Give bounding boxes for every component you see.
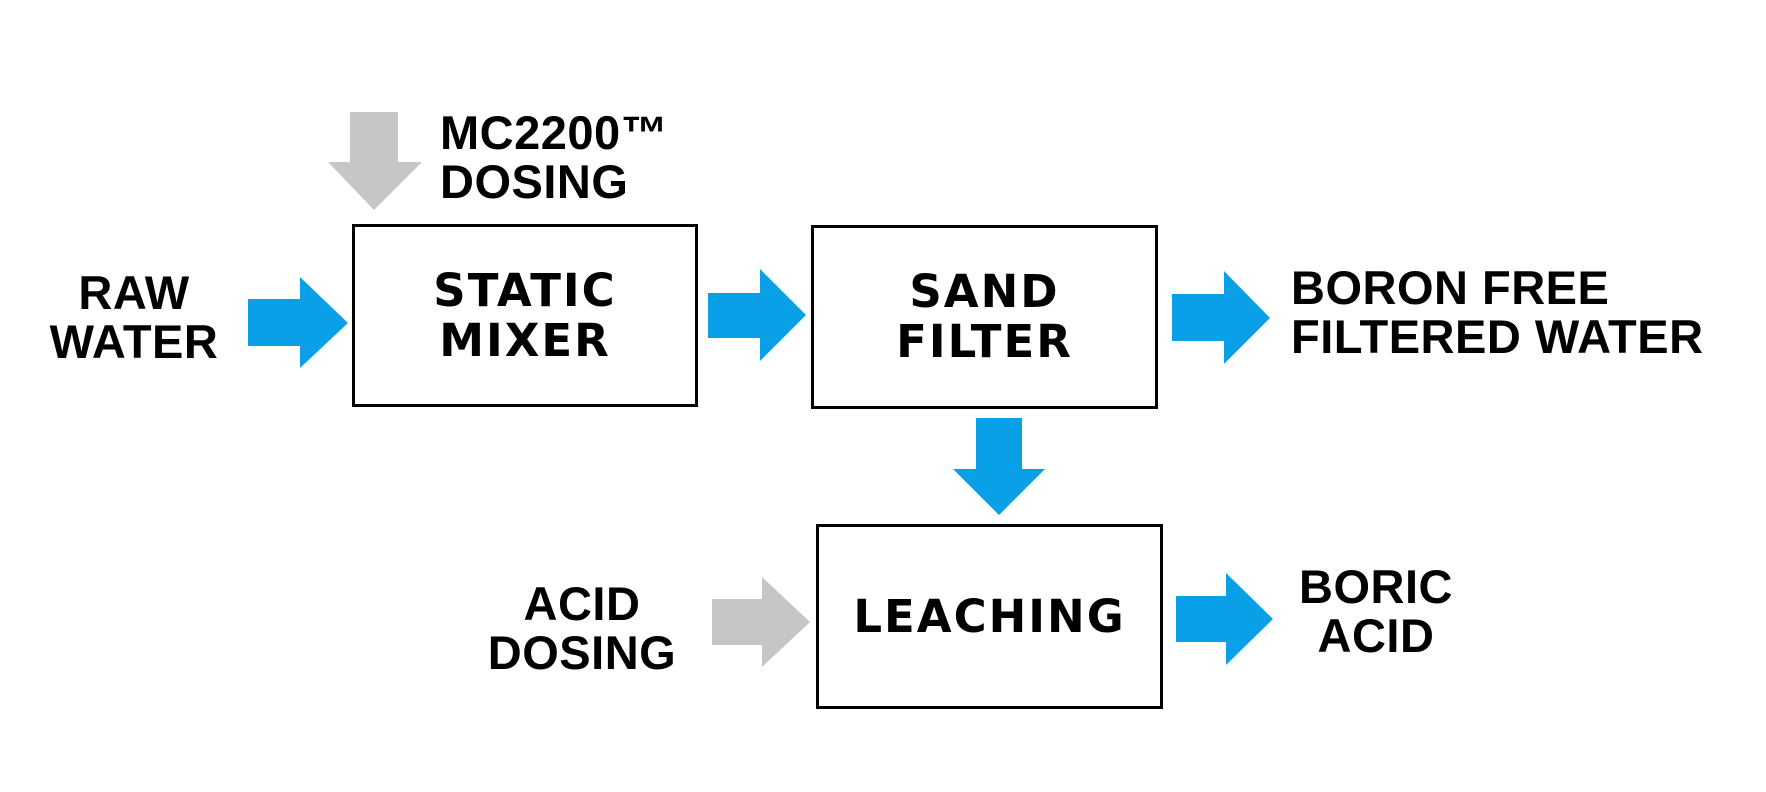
mc2200-dosing-line-1: MC2200™ [440, 106, 669, 159]
boric-acid-line-2: ACID [1317, 609, 1435, 662]
boron-free-water-line-1: BORON FREE [1291, 261, 1610, 314]
filter-to-leaching-arrow [953, 418, 1045, 515]
raw-water-line-1: RAW [78, 266, 190, 319]
raw-water-to-mixer-arrow [248, 277, 348, 368]
filter-to-output-arrow [1172, 271, 1270, 364]
acid-dosing-line-1: ACID [523, 577, 641, 630]
acid-dosing-label: ACID DOSING [482, 579, 682, 677]
raw-water-line-2: WATER [49, 315, 219, 368]
mc2200-dosing-line-2: DOSING [440, 155, 629, 208]
static-mixer-line-1: STATIC [433, 263, 617, 317]
acid-dosing-arrow [712, 577, 810, 667]
static-mixer-box: STATIC MIXER [352, 224, 698, 407]
sand-filter-line-2: FILTER [896, 315, 1073, 368]
boron-free-water-line-2: FILTERED WATER [1291, 310, 1704, 363]
leaching-to-boric-acid-arrow [1176, 573, 1273, 665]
static-mixer-line-2: MIXER [439, 313, 611, 367]
leaching-box: LEACHING [816, 524, 1163, 709]
acid-dosing-line-2: DOSING [487, 626, 677, 679]
raw-water-label: RAW WATER [44, 268, 224, 366]
mixer-to-filter-arrow [708, 269, 806, 361]
boric-acid-label: BORIC ACID [1291, 562, 1461, 660]
boron-free-water-label: BORON FREE FILTERED WATER [1291, 263, 1704, 361]
sand-filter-line-1: SAND [909, 265, 1060, 318]
mc2200-dosing-label: MC2200™ DOSING [440, 108, 668, 206]
boric-acid-line-1: BORIC [1299, 560, 1453, 613]
mc2200-dosing-arrow [328, 112, 422, 210]
sand-filter-box: SAND FILTER [811, 225, 1158, 409]
leaching-label: LEACHING [853, 589, 1126, 643]
